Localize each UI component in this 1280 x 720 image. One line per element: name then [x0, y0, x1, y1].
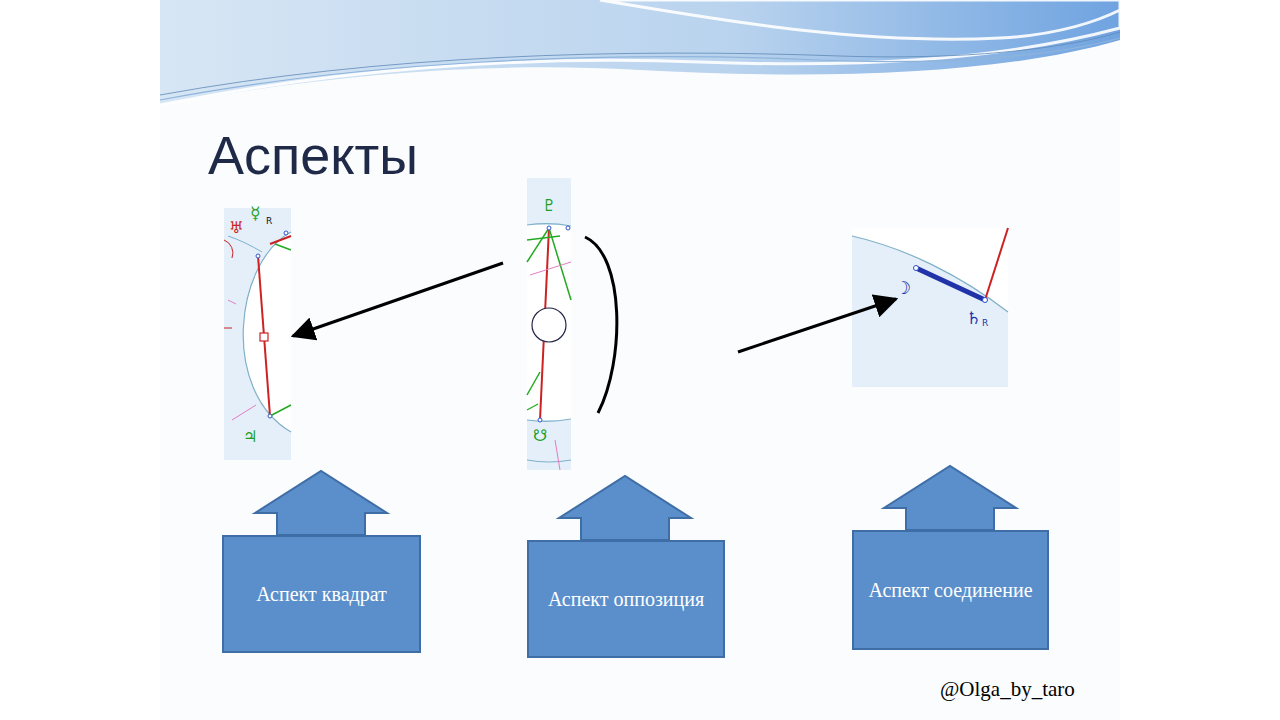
planet-glyph: ☿ — [250, 204, 260, 224]
bracket-curve — [585, 237, 617, 413]
planet-glyph: R — [266, 216, 272, 226]
pointer-arrow — [738, 299, 896, 352]
aspect-label: Аспект квадрат — [244, 579, 399, 609]
aspect-box: Аспект соединение — [852, 530, 1049, 650]
chart-crop-conjunction — [852, 228, 1008, 387]
block-up-arrow — [884, 466, 1016, 530]
watermark: @Olga_by_taro — [940, 677, 1075, 701]
aspect-box: Аспект квадрат — [222, 535, 421, 653]
block-up-arrow — [255, 471, 387, 535]
slide-ground — [160, 0, 1120, 720]
aspect-label: Аспект оппозиция — [536, 584, 716, 614]
slide-title: Аспекты — [208, 124, 418, 186]
aspect-label: Аспект соединение — [856, 575, 1044, 605]
planet-glyph: ♃ — [243, 428, 257, 446]
pointer-arrow — [293, 263, 503, 336]
planet-glyph: ☋ — [533, 427, 547, 445]
planet-glyph: ☽ — [895, 278, 911, 299]
header-wave — [160, 0, 1120, 105]
planet-glyph: R — [982, 318, 988, 328]
chart-crop-square — [224, 208, 291, 460]
aspect-box: Аспект оппозиция — [527, 540, 725, 658]
block-up-arrow — [559, 476, 691, 540]
planet-glyph: ♅ — [229, 219, 243, 237]
planet-glyph: ♄ — [966, 309, 981, 329]
planet-glyph: ♇ — [542, 197, 556, 215]
chart-crop-opposition — [527, 178, 571, 470]
